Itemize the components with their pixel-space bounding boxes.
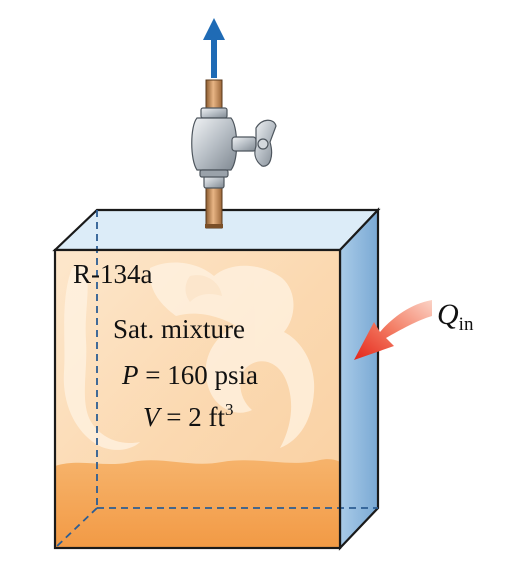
substance-label: R-134a bbox=[73, 259, 153, 289]
tank-side-face bbox=[338, 207, 380, 551]
volume-value: = 2 ft bbox=[160, 402, 226, 432]
tank-front-outline bbox=[53, 248, 342, 550]
state-label: Sat. mixture bbox=[113, 314, 245, 344]
valve-icon[interactable] bbox=[191, 107, 277, 189]
pressure-symbol: P bbox=[121, 360, 139, 390]
volume-symbol: V bbox=[143, 402, 163, 432]
heat-symbol: Q bbox=[437, 298, 459, 331]
heat-subscript: in bbox=[459, 314, 474, 335]
pressure-label: P = 160 psia bbox=[121, 360, 258, 390]
pressure-value: = 160 psia bbox=[139, 360, 258, 390]
heat-label: Qin bbox=[437, 298, 474, 335]
hidden-edges bbox=[54, 210, 378, 549]
vapor-swirls bbox=[63, 262, 315, 450]
volume-label: V = 2 ft3 bbox=[143, 400, 233, 432]
up-arrow-icon bbox=[203, 18, 225, 78]
volume-exponent: 3 bbox=[225, 400, 234, 419]
heat-arrow-icon bbox=[354, 300, 432, 360]
liquid-region bbox=[55, 459, 340, 548]
